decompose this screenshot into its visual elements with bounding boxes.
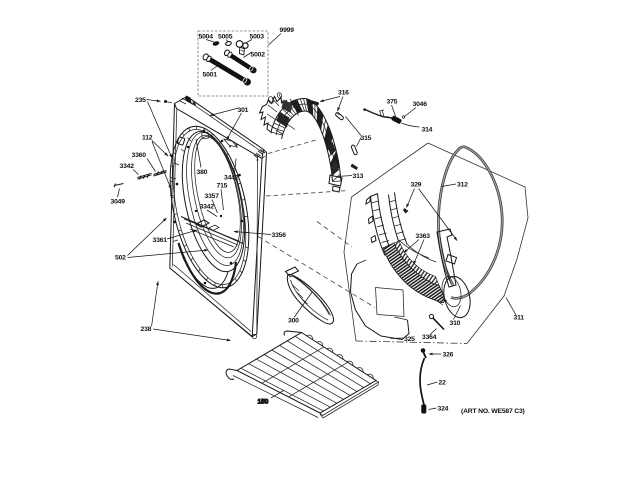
svg-text:3342: 3342 [120,163,135,170]
svg-text:3357: 3357 [205,193,220,200]
svg-text:326: 326 [443,352,454,359]
svg-text:301: 301 [238,107,249,114]
svg-text:3442: 3442 [224,175,239,182]
svg-text:3360: 3360 [132,152,147,159]
svg-text:3356: 3356 [272,232,287,239]
svg-text:314: 314 [422,127,433,134]
svg-text:380: 380 [197,169,208,176]
svg-text:325: 325 [404,336,415,343]
svg-text:3342: 3342 [200,204,215,211]
svg-text:5004: 5004 [199,34,214,41]
svg-text:315: 315 [361,135,372,142]
svg-text:312: 312 [457,182,468,189]
svg-text:22: 22 [439,380,447,387]
svg-text:300: 300 [288,318,299,325]
svg-text:310: 310 [450,320,461,327]
svg-text:3361: 3361 [153,237,168,244]
svg-text:311: 311 [514,315,525,322]
svg-text:238: 238 [141,326,152,333]
svg-text:3046: 3046 [413,101,428,108]
svg-text:316: 316 [338,90,349,97]
svg-text:324: 324 [438,406,449,413]
svg-text:502: 502 [115,255,126,262]
svg-text:375: 375 [387,99,398,106]
svg-text:5005: 5005 [218,34,233,41]
svg-text:3364: 3364 [422,334,437,341]
svg-text:313: 313 [353,173,364,180]
svg-text:150: 150 [258,399,269,406]
svg-text:715: 715 [217,183,228,190]
svg-text:5002: 5002 [251,52,266,59]
svg-text:5001: 5001 [203,72,218,79]
svg-text:9999: 9999 [280,27,295,34]
svg-text:3363: 3363 [416,233,431,240]
svg-text:112: 112 [142,135,153,142]
svg-text:235: 235 [135,97,146,104]
svg-text:(ART NO. WE587 C3): (ART NO. WE587 C3) [461,408,525,415]
svg-text:329: 329 [411,182,422,189]
svg-text:3049: 3049 [111,199,126,206]
svg-text:5003: 5003 [250,34,265,41]
